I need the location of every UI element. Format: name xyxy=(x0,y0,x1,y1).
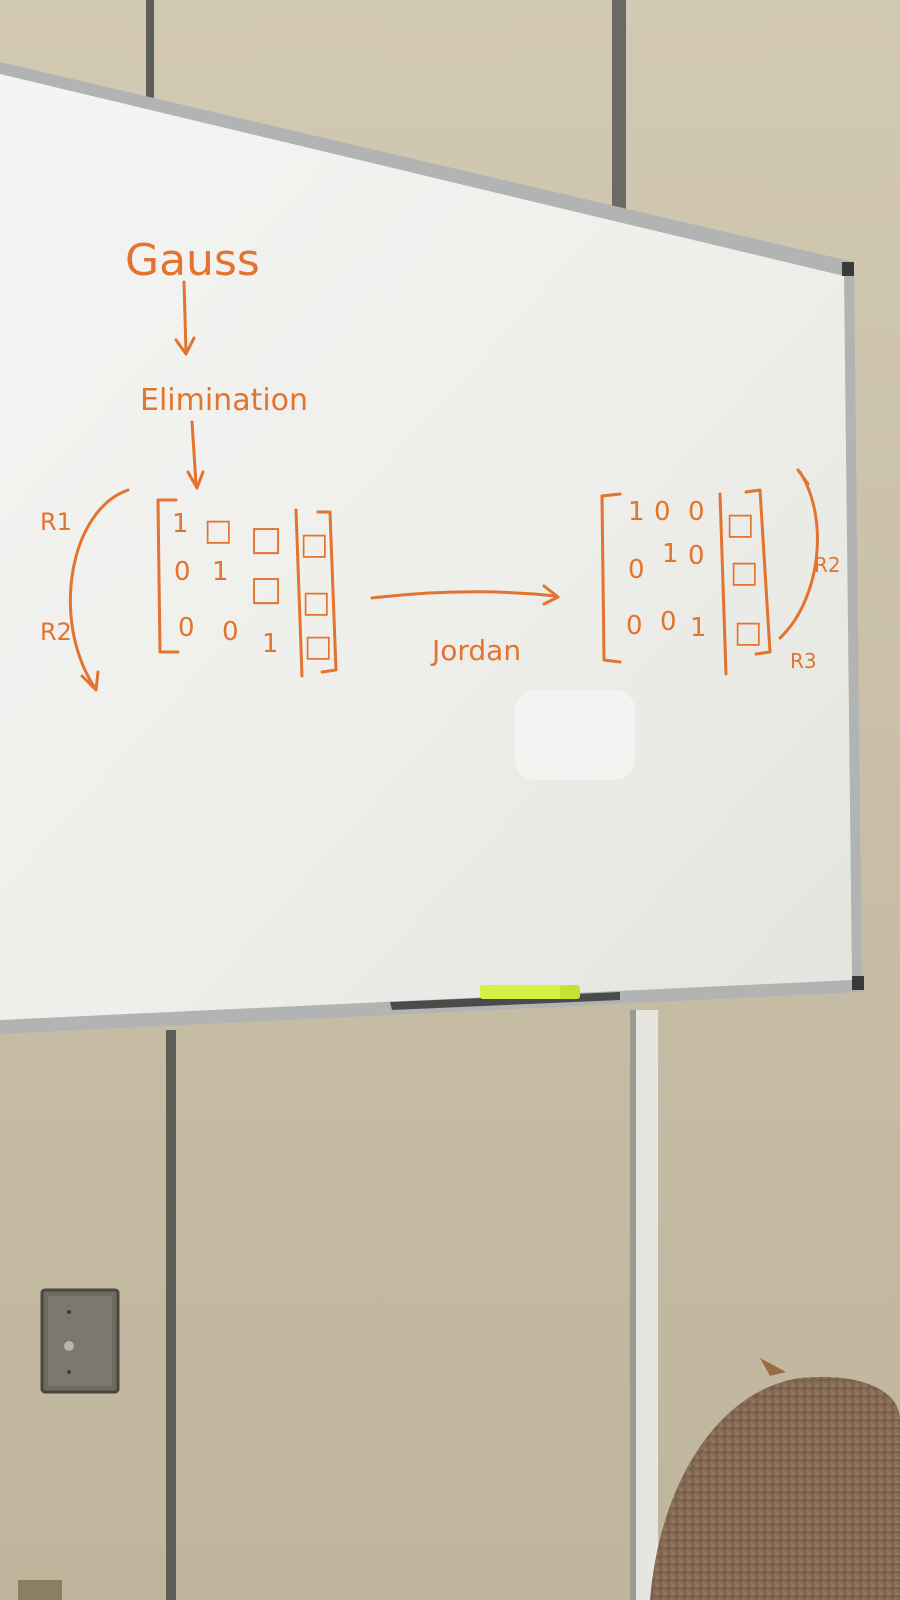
augmented-cell: □ xyxy=(304,629,332,664)
whiteboard xyxy=(0,74,852,1020)
wall-seam xyxy=(146,0,154,100)
matrix-cell: 1 xyxy=(628,497,645,527)
wall-seam xyxy=(636,1010,658,1600)
eraser-smudge xyxy=(515,690,635,780)
matrix-cell: □ xyxy=(250,569,282,609)
augmented-cell: □ xyxy=(300,527,328,562)
matrix-bracket-right xyxy=(316,510,338,674)
matrix-cell: 1 xyxy=(262,629,279,659)
wall-seam xyxy=(630,1010,636,1600)
matrix-cell: 0 xyxy=(654,497,671,527)
arrow-right-icon xyxy=(370,584,560,606)
matrix-cell: 0 xyxy=(626,611,643,641)
arrow-down-icon xyxy=(186,420,205,490)
matrix-bracket-left xyxy=(600,492,622,664)
switch-screw xyxy=(64,1341,74,1351)
augment-divider xyxy=(718,492,728,676)
matrix-cell: 0 xyxy=(222,617,239,647)
frame-corner xyxy=(842,262,854,276)
swap-arc-icon xyxy=(68,488,130,692)
matrix-cell: 0 xyxy=(660,607,677,637)
matrix-cell: 0 xyxy=(688,497,705,527)
switch-screw xyxy=(67,1310,71,1314)
frame-corner xyxy=(852,976,864,990)
title-gauss: Gauss xyxy=(125,235,260,286)
row-label: R1 xyxy=(40,508,72,536)
person-head xyxy=(650,1376,900,1600)
matrix-cell: 0 xyxy=(628,555,645,585)
matrix-cell: 1 xyxy=(690,613,707,643)
subtitle-elimination: Elimination xyxy=(140,383,308,418)
matrix-cell: 0 xyxy=(688,541,705,571)
augmented-cell: □ xyxy=(726,507,754,542)
switch-plate-face xyxy=(48,1296,112,1386)
matrix-cell: 1 xyxy=(212,557,229,587)
swap-arc-icon xyxy=(778,468,819,640)
matrix-bracket-left xyxy=(156,498,180,654)
wall-fixture xyxy=(18,1580,62,1600)
transition-label: Jordan xyxy=(430,634,521,667)
left-matrix: 1 □ □ 0 1 □ 0 0 1 □ □ □ xyxy=(172,509,332,664)
switch-screw xyxy=(67,1370,71,1374)
augmented-cell: □ xyxy=(730,555,758,590)
wall-seam xyxy=(612,0,626,215)
augmented-cell: □ xyxy=(734,615,762,650)
augment-divider xyxy=(294,508,304,678)
matrix-cell: 1 xyxy=(662,539,679,569)
matrix-cell: 0 xyxy=(174,557,191,587)
highlighter-cap xyxy=(560,985,580,999)
row-label: R3 xyxy=(790,649,817,673)
row-label: R2 xyxy=(814,553,841,577)
arrow-down-icon xyxy=(174,280,196,356)
matrix-cell: 0 xyxy=(178,613,195,643)
highlighter xyxy=(480,985,580,999)
matrix-cell: 1 xyxy=(172,509,189,539)
hair-tuft xyxy=(760,1358,786,1376)
matrix-cell: □ xyxy=(204,513,232,548)
augmented-cell: □ xyxy=(302,585,330,620)
wall-seam xyxy=(166,1030,176,1600)
matrix-cell: □ xyxy=(250,519,282,559)
right-matrix: 1 0 0 0 1 0 0 0 1 □ □ □ xyxy=(626,497,762,650)
row-label: R2 xyxy=(40,618,72,646)
matrix-bracket-right xyxy=(744,488,772,656)
